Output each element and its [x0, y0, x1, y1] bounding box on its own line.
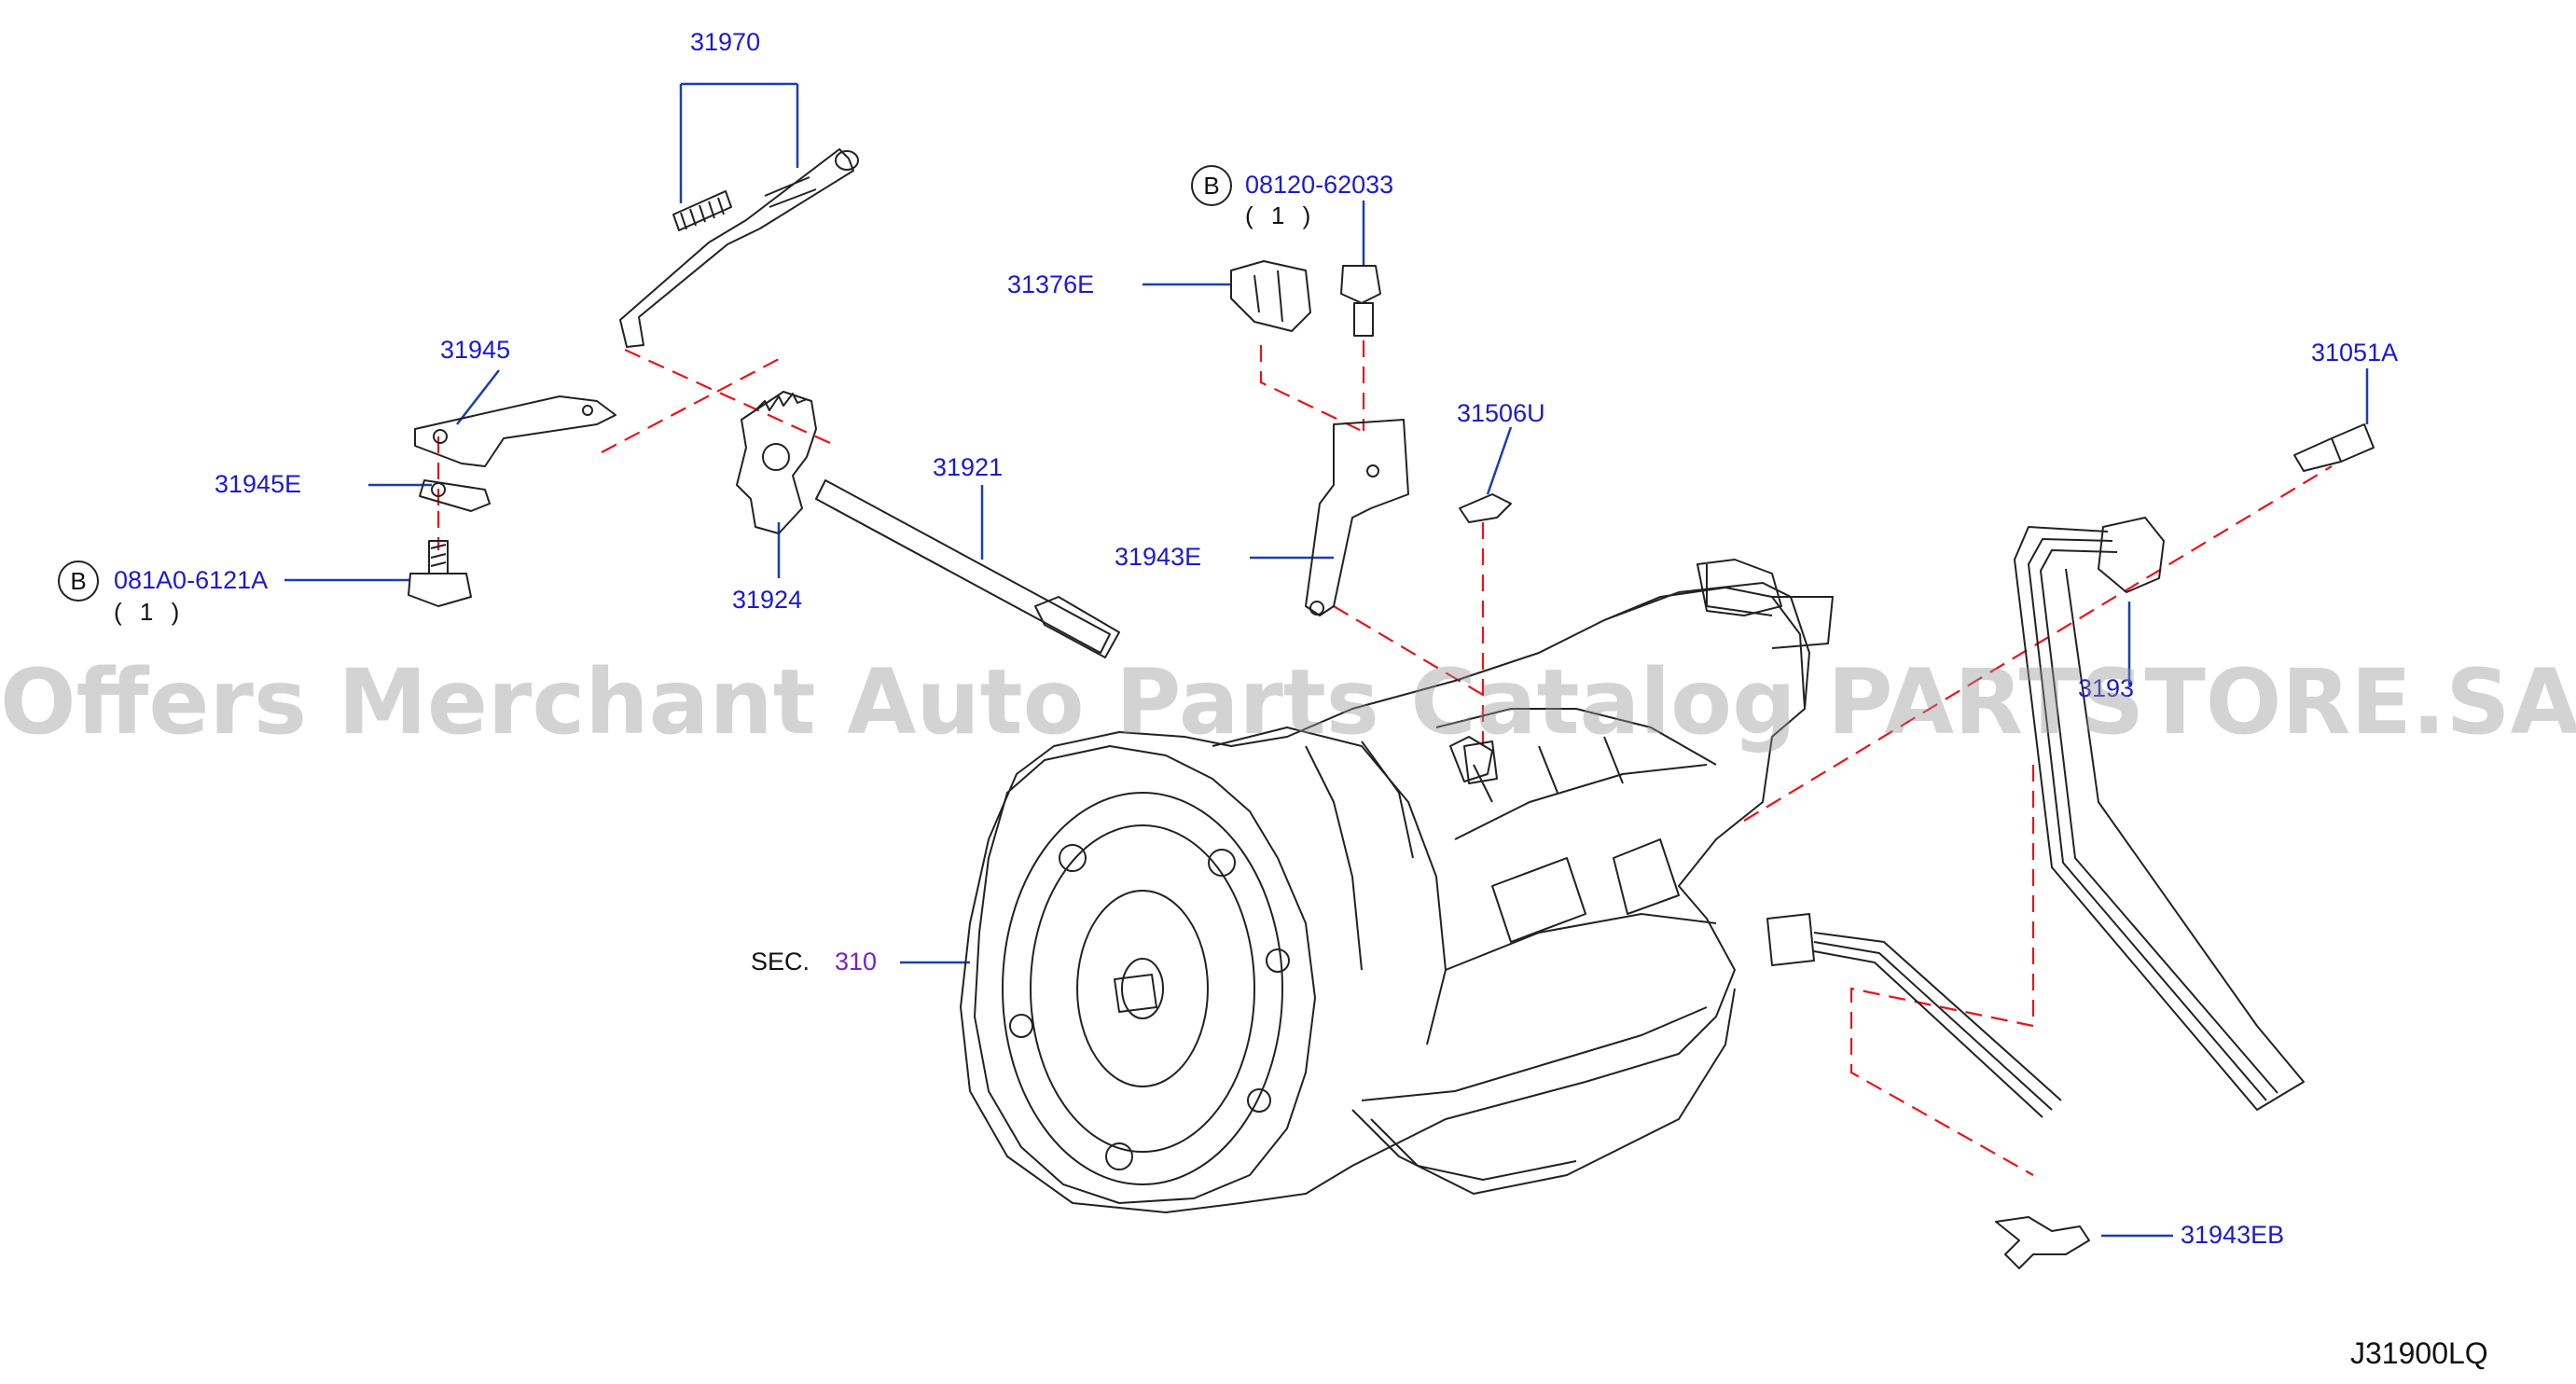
- part-label-31945[interactable]: 31945: [440, 336, 511, 364]
- section-number-link[interactable]: 310: [835, 948, 878, 976]
- part-label-31943E[interactable]: 31943E: [1115, 543, 1202, 571]
- section-prefix: SEC.: [751, 948, 810, 976]
- part-label-3193x[interactable]: 3193: [2078, 674, 2135, 702]
- part-label-31051A[interactable]: 31051A: [2311, 339, 2399, 367]
- parts-linework: [408, 148, 2375, 1269]
- bolt-b-marker: B: [58, 561, 99, 602]
- part-label-31506U[interactable]: 31506U: [1457, 399, 1545, 427]
- part-label-31970[interactable]: 31970: [690, 28, 761, 56]
- bolt-quantity: ( 1 ): [114, 598, 186, 626]
- diagram-code: J31900LQ: [2350, 1336, 2488, 1370]
- part-label-31376E[interactable]: 31376E: [1007, 270, 1095, 298]
- part-label-31945E[interactable]: 31945E: [215, 470, 302, 498]
- part-label-08120-62033[interactable]: 08120-62033: [1245, 171, 1394, 199]
- bolt-b-marker: B: [1191, 165, 1232, 206]
- part-label-081A0-6121A[interactable]: 081A0-6121A: [114, 566, 269, 594]
- part-label-31921[interactable]: 31921: [933, 453, 1004, 481]
- leader-lines: [284, 82, 2369, 1238]
- part-label-31924[interactable]: 31924: [732, 586, 803, 614]
- bolt-quantity: ( 1 ): [1245, 201, 1317, 229]
- dashed-assembly-lines: [436, 340, 2333, 1176]
- part-label-31943EB[interactable]: 31943EB: [2181, 1221, 2285, 1249]
